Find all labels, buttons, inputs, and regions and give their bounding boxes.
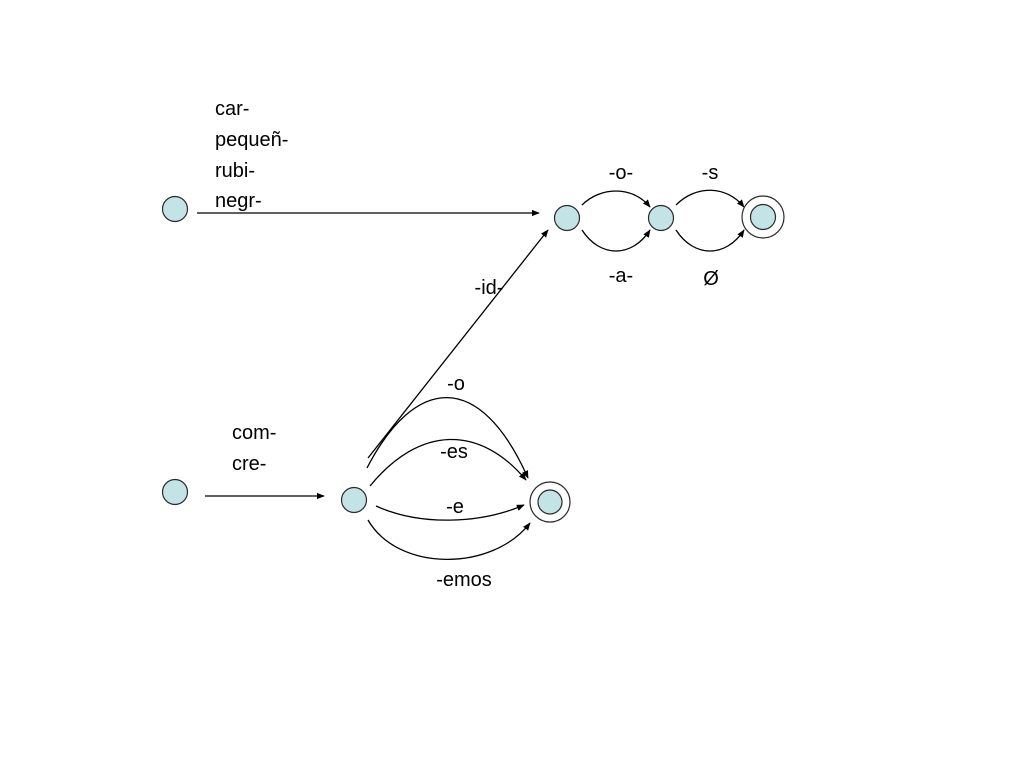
final-state-inner [537,489,563,515]
verb-es-label: -es [440,441,468,463]
nodes [161,195,785,523]
node-adj-start [161,195,189,223]
node-adj-gender [647,204,675,232]
edge-number-null [675,229,745,252]
number-null-label: Ø [703,268,719,290]
edge-verb-o [366,397,529,479]
final-state-inner [749,203,777,231]
node-adj-stem [553,204,581,232]
verb-emos-label: -emos [436,569,492,591]
adj-stem-label: pequeñ- [215,129,288,151]
verb-o-label: -o [447,373,465,395]
adj-stem-label: rubi- [215,160,255,182]
node-verb-end [529,481,571,523]
adj-stem-label: negr- [215,190,262,212]
verb-stem-label: com- [232,422,276,444]
edge-number-plural [675,189,745,208]
labels: car- pequeñ- rubi- negr- -o- -a- -s Ø -i… [215,98,719,591]
edge-gender-masc [581,190,651,208]
verb-e-label: -e [446,496,464,518]
edges [197,189,745,560]
edge-gender-fem [581,229,651,252]
verb-stem-label: cre- [232,453,266,475]
edge-participle [367,229,549,459]
gender-fem-label: -a- [609,265,633,287]
participle-label: -id- [475,277,504,299]
edge-verb-emos [367,519,531,560]
edge-verb-es [369,438,527,487]
node-verb-start [161,478,189,506]
gender-masc-label: -o- [609,162,633,184]
edge-verb-e [375,504,525,521]
number-plural-label: -s [702,162,719,184]
adj-stem-label: car- [215,98,249,120]
node-verb-stem [340,486,368,514]
node-adj-end [741,195,785,239]
